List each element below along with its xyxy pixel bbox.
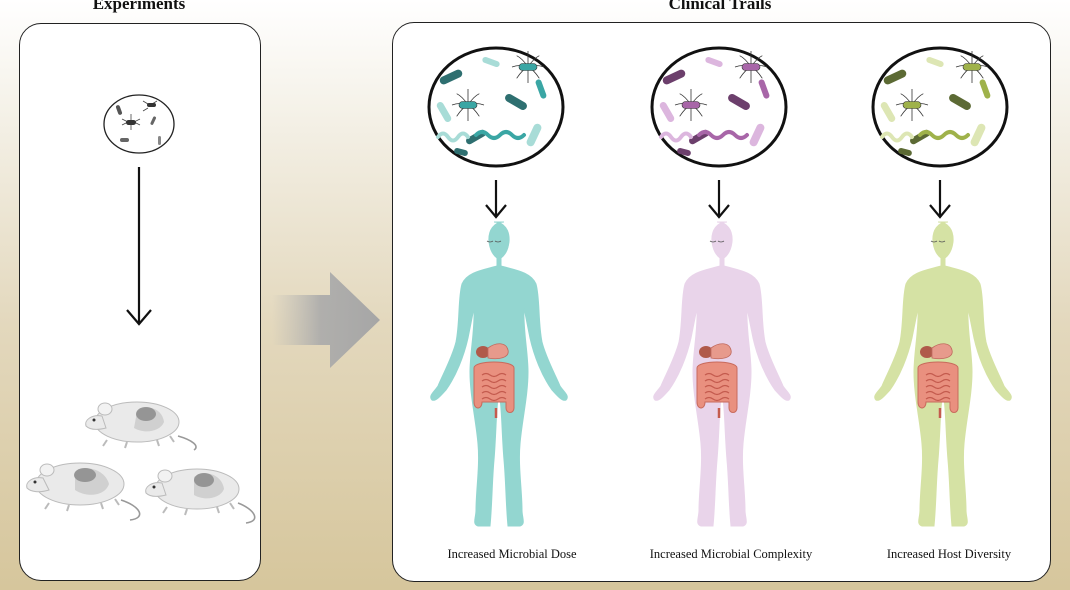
clinical-trails-heading: Clinical Trails	[668, 0, 772, 13]
caption-host-diversity: Increased Host Diversity	[886, 547, 1012, 561]
caption-microbial-dose: Increased Microbial Dose	[447, 547, 577, 561]
experiments-heading: Experiments	[92, 0, 186, 13]
caption-microbial-complexity: Increased Microbial Complexity	[649, 547, 813, 561]
